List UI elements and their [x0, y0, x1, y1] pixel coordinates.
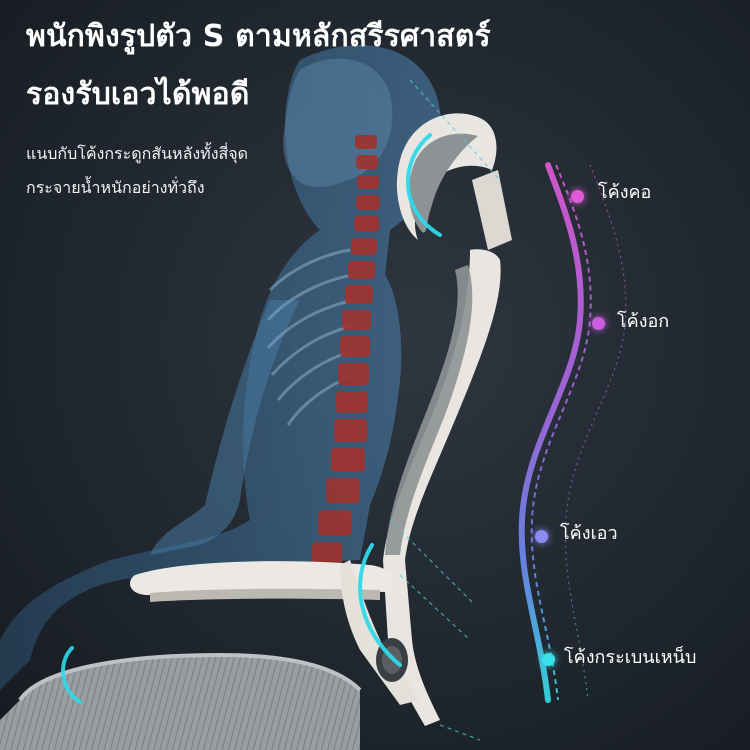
thoracic-curve-dot	[592, 317, 605, 330]
xray-body	[0, 45, 442, 690]
lumbar-curve-dot	[535, 530, 548, 543]
support-highlights	[60, 133, 442, 704]
neck-curve-dot	[571, 190, 584, 203]
headline-line-1: พนักพิงรูปตัว S ตามหลักสรีรศาสตร์	[26, 19, 491, 54]
office-chair	[0, 113, 512, 750]
s-curve-diagram	[518, 162, 627, 703]
sacral-curve-dot	[542, 653, 555, 666]
sacral-curve-label: โค้งกระเบนเหน็บ	[564, 647, 697, 668]
lumbar-curve-label: โค้งเอว	[560, 523, 618, 544]
description-line-1: แนบกับโค้งกระดูกสันหลังทั้งสี่จุด	[26, 144, 249, 163]
headline-line-2: รองรับเอวได้พอดี	[26, 77, 250, 112]
thoracic-curve-label: โค้งอก	[617, 311, 670, 332]
neck-curve-label: โค้งคอ	[598, 182, 652, 203]
description-line-2: กระจายน้ำหนักอย่างทั่วถึง	[26, 178, 205, 197]
guide-lines	[389, 79, 499, 741]
